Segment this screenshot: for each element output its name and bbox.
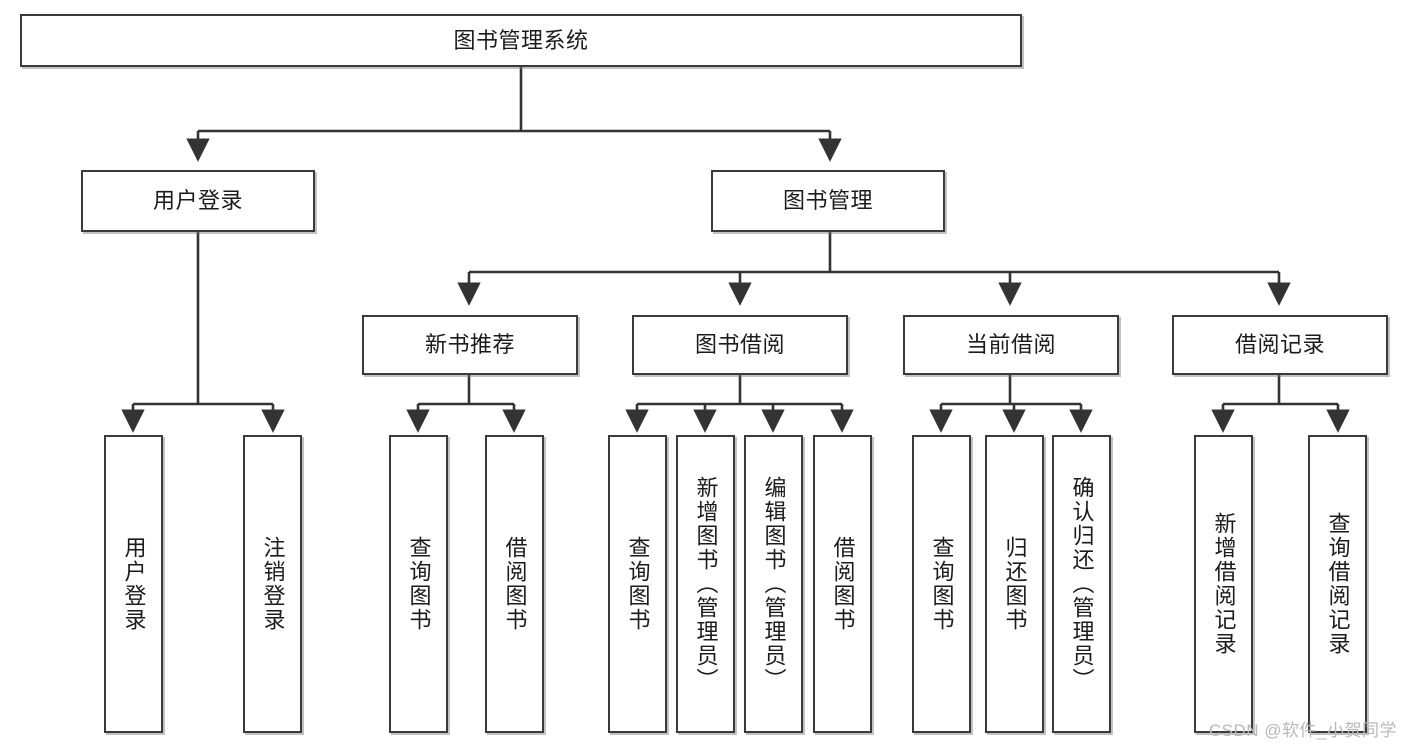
leaf-query-book-1[interactable]: 查询图书 <box>389 435 448 733</box>
leaf-add-book-label: 新增图书（管理员） <box>693 476 719 692</box>
leaf-add-book[interactable]: 新增图书（管理员） <box>676 435 735 733</box>
leaf-query-book-3[interactable]: 查询图书 <box>912 435 971 733</box>
leaf-confirm-return-label: 确认归还（管理员） <box>1069 476 1095 692</box>
leaf-user-login-label: 用户登录 <box>121 536 147 632</box>
node-user-login-label: 用户登录 <box>152 188 243 214</box>
node-book-borrow[interactable]: 图书借阅 <box>632 315 848 375</box>
node-new-book-recommend[interactable]: 新书推荐 <box>362 315 578 375</box>
leaf-confirm-return[interactable]: 确认归还（管理员） <box>1052 435 1111 733</box>
leaf-query-book-1-label: 查询图书 <box>406 536 432 632</box>
node-borrow-record-label: 借阅记录 <box>1234 332 1325 358</box>
node-book-borrow-label: 图书借阅 <box>694 332 785 358</box>
node-book-manage[interactable]: 图书管理 <box>711 170 945 232</box>
node-borrow-record[interactable]: 借阅记录 <box>1172 315 1388 375</box>
leaf-query-record-label: 查询借阅记录 <box>1325 512 1351 656</box>
leaf-query-book-2-label: 查询图书 <box>625 536 651 632</box>
leaf-query-book-3-label: 查询图书 <box>929 536 955 632</box>
node-new-book-recommend-label: 新书推荐 <box>424 332 515 358</box>
leaf-return-book-label: 归还图书 <box>1002 536 1028 632</box>
csdn-watermark: CSDN @软件_小贺同学 <box>1208 721 1397 740</box>
leaf-query-book-2[interactable]: 查询图书 <box>608 435 667 733</box>
leaf-logout-login[interactable]: 注销登录 <box>243 435 302 733</box>
node-root[interactable]: 图书管理系统 <box>20 14 1022 67</box>
node-current-borrow[interactable]: 当前借阅 <box>903 315 1119 375</box>
node-user-login[interactable]: 用户登录 <box>81 170 315 232</box>
node-current-borrow-label: 当前借阅 <box>965 332 1056 358</box>
leaf-borrow-book-1-label: 借阅图书 <box>502 536 528 632</box>
leaf-borrow-book-1[interactable]: 借阅图书 <box>485 435 544 733</box>
node-book-manage-label: 图书管理 <box>782 188 873 214</box>
leaf-add-record[interactable]: 新增借阅记录 <box>1194 435 1253 733</box>
leaf-add-record-label: 新增借阅记录 <box>1211 512 1237 656</box>
leaf-borrow-book-2[interactable]: 借阅图书 <box>813 435 872 733</box>
leaf-query-record[interactable]: 查询借阅记录 <box>1308 435 1367 733</box>
leaf-edit-book-label: 编辑图书（管理员） <box>761 476 787 692</box>
node-root-label: 图书管理系统 <box>453 27 589 53</box>
leaf-edit-book[interactable]: 编辑图书（管理员） <box>744 435 803 733</box>
leaf-logout-login-label: 注销登录 <box>260 536 286 632</box>
leaf-user-login[interactable]: 用户登录 <box>104 435 163 733</box>
leaf-return-book[interactable]: 归还图书 <box>985 435 1044 733</box>
leaf-borrow-book-2-label: 借阅图书 <box>830 536 856 632</box>
